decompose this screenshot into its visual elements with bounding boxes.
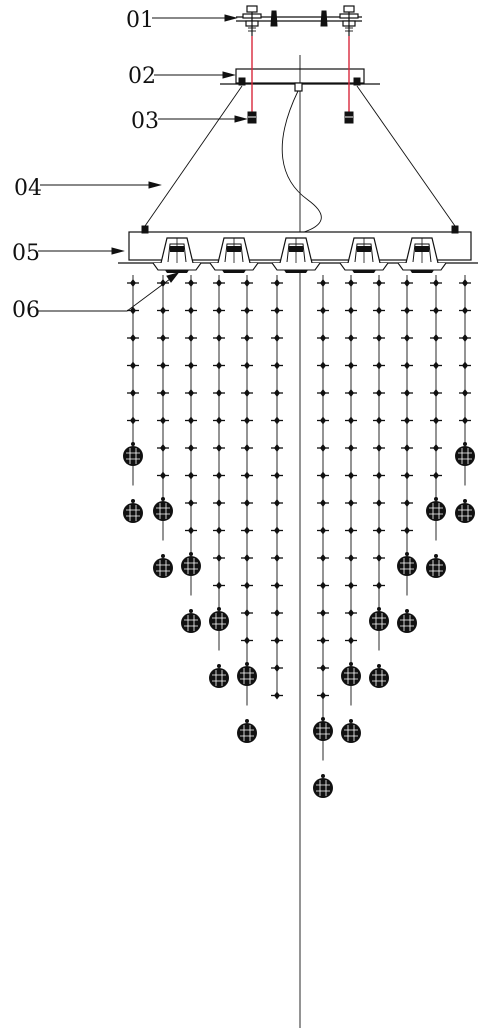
crystal-ball xyxy=(181,609,201,633)
callout-03: 03 xyxy=(131,109,248,134)
callout-05: 05 xyxy=(12,241,125,266)
crystal-ball xyxy=(123,442,143,466)
lamp-holder-3 xyxy=(271,237,321,273)
callout-label-01: 01 xyxy=(126,8,154,33)
strand-8 xyxy=(341,275,361,743)
crystal-ball xyxy=(369,664,389,688)
screw-left xyxy=(270,10,278,27)
counterweight-part-03 xyxy=(247,111,354,124)
strand-7 xyxy=(313,275,333,798)
strand-4 xyxy=(209,275,229,688)
lamp-holder-4 xyxy=(339,237,389,273)
strand-11 xyxy=(426,275,446,578)
lamp-holder-1 xyxy=(152,237,202,273)
canopy-plate-part-02 xyxy=(220,55,380,92)
callout-01: 01 xyxy=(126,8,238,33)
crystal-ball xyxy=(153,497,173,521)
crystal-ball xyxy=(426,497,446,521)
crystal-ball xyxy=(369,607,389,631)
callout-06: 06 xyxy=(12,272,180,323)
crystal-ball xyxy=(153,554,173,578)
strand-10 xyxy=(397,275,417,633)
strand-3 xyxy=(181,275,201,633)
crystal-ball xyxy=(341,719,361,743)
crystal-ball xyxy=(341,662,361,686)
callout-02: 02 xyxy=(128,64,236,89)
lamp-holder-2 xyxy=(209,237,259,273)
crystal-ball xyxy=(397,609,417,633)
callout-label-02: 02 xyxy=(128,64,156,89)
strand-2 xyxy=(153,275,173,578)
callout-label-03: 03 xyxy=(131,109,159,134)
crystal-strands xyxy=(123,275,475,798)
crystal-ball xyxy=(237,662,257,686)
callout-label-04: 04 xyxy=(14,176,42,201)
crystal-ball xyxy=(455,499,475,523)
crystal-ball xyxy=(237,719,257,743)
strand-9 xyxy=(369,275,389,688)
crystal-ball xyxy=(181,552,201,576)
crystal-ball xyxy=(209,607,229,631)
mounting-bracket-part-01 xyxy=(236,5,362,36)
lamp-holder-5 xyxy=(397,237,447,273)
lamp-holders-part-06 xyxy=(152,237,447,273)
callout-04: 04 xyxy=(14,176,162,201)
crystal-ball xyxy=(313,774,333,798)
strand-6 xyxy=(271,275,283,700)
strand-1 xyxy=(123,275,143,523)
crystal-ball xyxy=(426,554,446,578)
screw-right xyxy=(320,10,328,27)
callout-label-05: 05 xyxy=(12,241,40,266)
crystal-ball xyxy=(313,717,333,741)
crystal-ball xyxy=(455,442,475,466)
callout-label-06: 06 xyxy=(12,298,40,323)
crystal-ball xyxy=(397,552,417,576)
crystal-ball xyxy=(209,664,229,688)
mounting-bolt-left xyxy=(242,5,262,36)
strand-12 xyxy=(455,275,475,523)
crystal-ball xyxy=(123,499,143,523)
strand-5 xyxy=(237,275,257,743)
mounting-bolt-right xyxy=(339,5,359,36)
